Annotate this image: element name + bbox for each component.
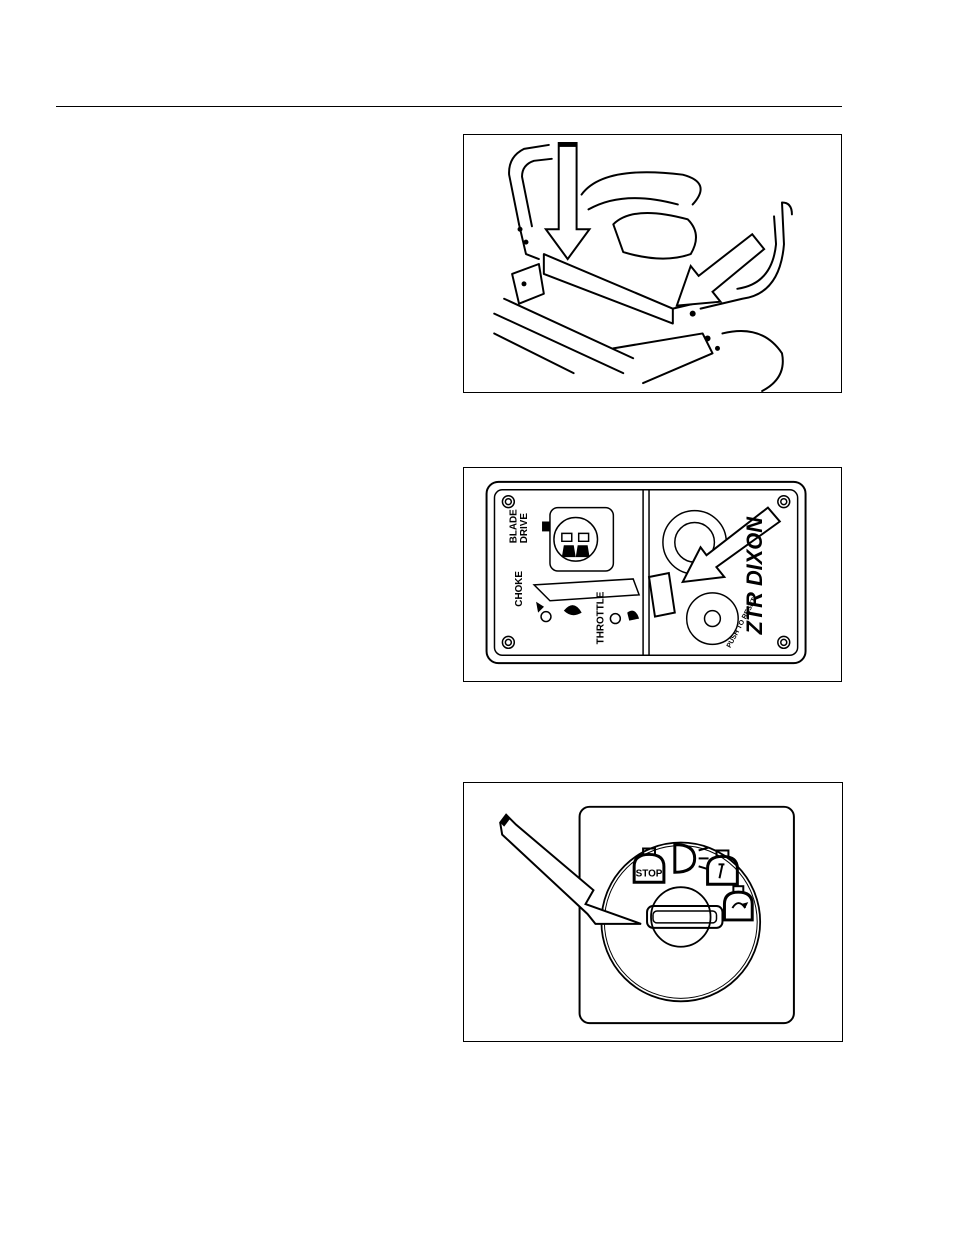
label-stop: STOP: [636, 868, 663, 879]
ztr-dixon-logo: ZTR DIXON: [742, 516, 767, 636]
label-blade: BLADE: [508, 509, 519, 543]
header-rule: [56, 106, 842, 107]
label-throttle: THROTTLE: [595, 591, 606, 644]
figure-throttle-panel: BLADE DRIVE CHOKE THROTTLE PUSH TO RESET…: [463, 467, 842, 682]
throttle-panel-illustration: BLADE DRIVE CHOKE THROTTLE PUSH TO RESET…: [464, 468, 841, 681]
control-levers-illustration: [464, 135, 841, 392]
figure-control-levers: [463, 134, 842, 393]
label-drive: DRIVE: [519, 513, 530, 544]
figure-ignition-switch: STOP: [463, 782, 843, 1042]
label-choke: CHOKE: [514, 571, 525, 607]
ignition-switch-illustration: STOP: [464, 783, 842, 1041]
